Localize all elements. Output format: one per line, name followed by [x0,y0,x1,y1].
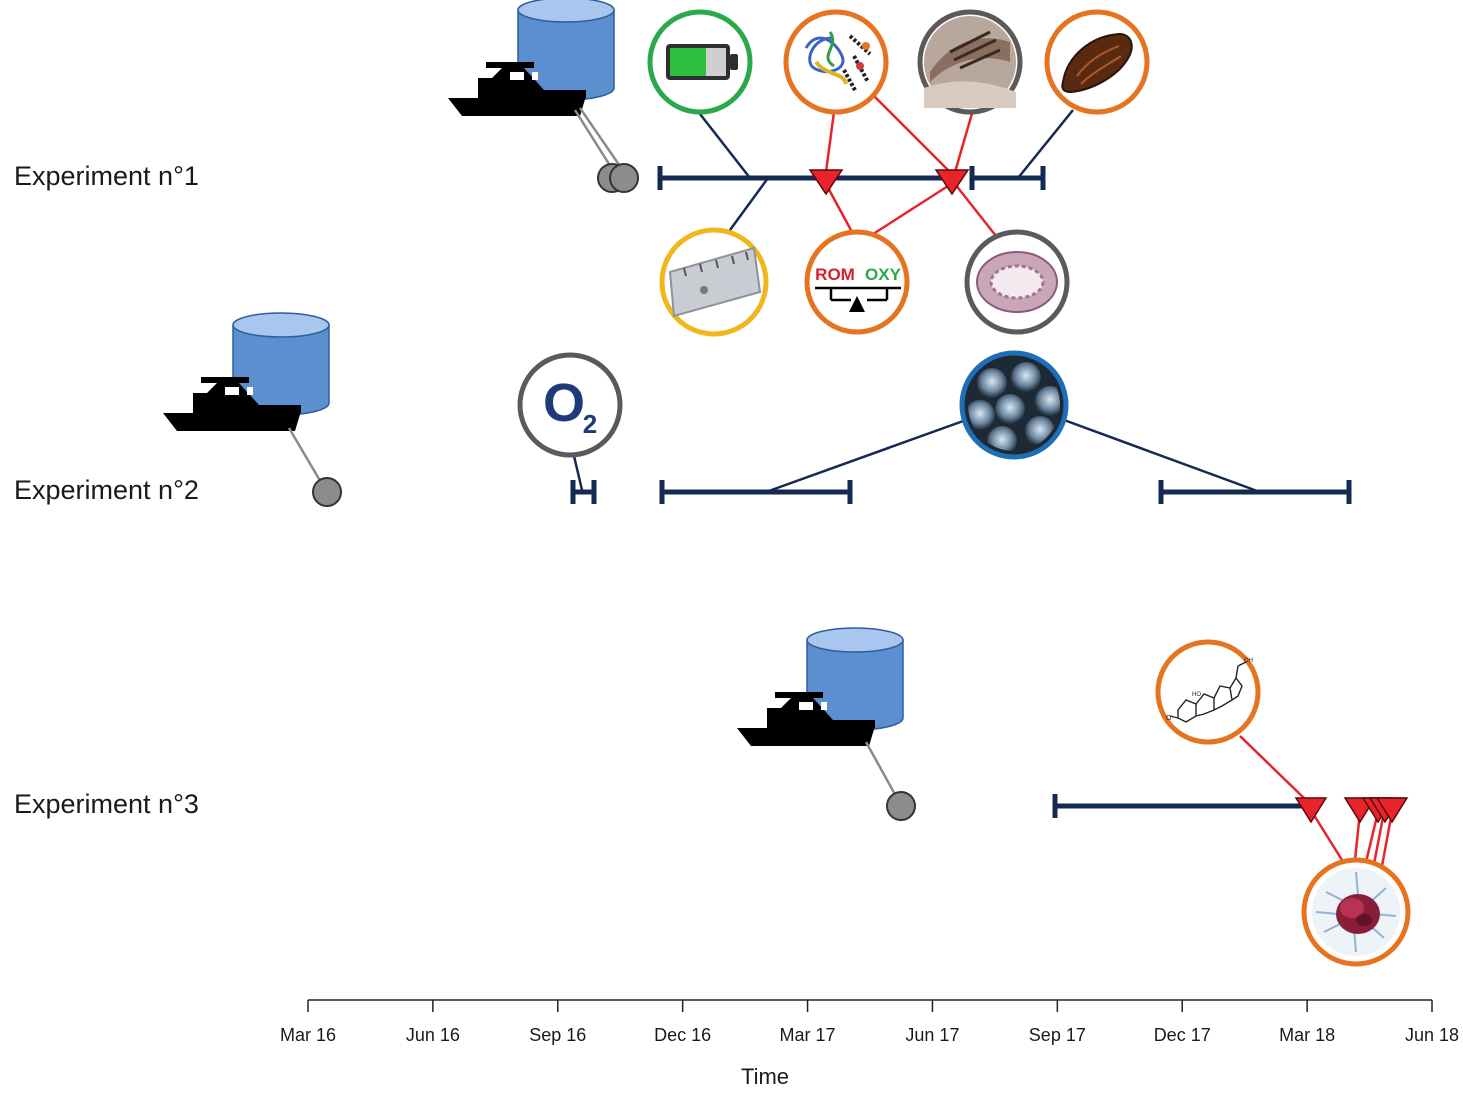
svg-text:OH: OH [1244,658,1253,664]
svg-text:HO: HO [1192,692,1201,698]
sampling-point [609,163,639,193]
boat-tank-icon [736,627,904,747]
axis-tick-label: Dec 16 [654,1025,711,1045]
histology-section-icon [964,229,1070,335]
leader-line [699,113,751,179]
leader-line [1372,811,1386,865]
axis-tick-label: Jun 18 [1405,1025,1459,1045]
leader-line [1310,811,1344,861]
fish-eggs-icon [959,350,1069,460]
leader-line [287,427,324,485]
leader-line [1364,811,1380,863]
leader-line [578,107,626,173]
sampling-marker [1294,797,1328,824]
protein-structure-icon [783,9,889,115]
svg-text:O: O [1166,715,1172,722]
experiment-2-row: O 2 [162,312,1352,507]
axis-title: Time [741,1064,789,1089]
sampling-marker [934,169,970,196]
leader-line [1017,109,1074,179]
experiment-1-row: ROM OXY [447,0,1150,337]
axis-tick-label: Mar 17 [780,1025,836,1045]
leader-line [1063,418,1261,494]
balance-left-label: ROM [815,265,855,284]
blood-cell-icon [1301,857,1411,967]
oxygen-subscript: 2 [583,409,597,439]
leader-line [824,111,836,173]
axis-tick-label: Dec 17 [1154,1025,1211,1045]
axis-tick-label: Sep 16 [529,1025,586,1045]
rom-oxy-balance-icon: ROM OXY [804,229,910,335]
leader-line [873,95,951,173]
axis-tick-label: Mar 18 [1279,1025,1335,1045]
axis-tick-label: Jun 16 [406,1025,460,1045]
axis-tick-label: Sep 17 [1029,1025,1086,1045]
organ-tissue-icon [1044,9,1150,115]
leader-line [728,177,770,231]
boat-tank-icon [447,0,615,117]
experiment-2-label: Experiment n°2 [14,475,199,505]
sampling-point [312,477,342,507]
steroid-molecule-icon: O HO OH [1155,639,1261,745]
sampling-marker [1375,797,1409,824]
sampling-marker [808,169,844,196]
leader-line [765,418,967,494]
leader-line [572,455,584,491]
leader-line [824,183,854,233]
leader-line [1380,811,1394,867]
experiment-3-row: O HO OH [736,627,1411,967]
experiment-3-label: Experiment n°3 [14,789,199,819]
time-axis: Mar 16 Jun 16 Sep 16 Dec 16 Mar 17 Jun 17 Sep … [280,999,1459,1089]
leader-line [573,109,616,173]
gill-tissue-photo-icon [917,9,1023,115]
experiment-1-label: Experiment n°1 [14,161,199,191]
boat-tank-icon [162,312,330,432]
battery-icon [647,9,753,115]
axis-tick-label: Mar 16 [280,1025,336,1045]
axis-tick-label: Jun 17 [905,1025,959,1045]
ruler-icon [659,227,769,337]
sampling-point [886,791,916,821]
oxygen-icon: O 2 [517,352,623,458]
leader-line [1239,735,1307,801]
balance-right-label: OXY [865,265,902,284]
leader-line [954,183,997,237]
leader-line [864,741,899,799]
leader-line [953,109,975,173]
leader-line [869,184,949,238]
oxygen-symbol: O [543,373,585,433]
